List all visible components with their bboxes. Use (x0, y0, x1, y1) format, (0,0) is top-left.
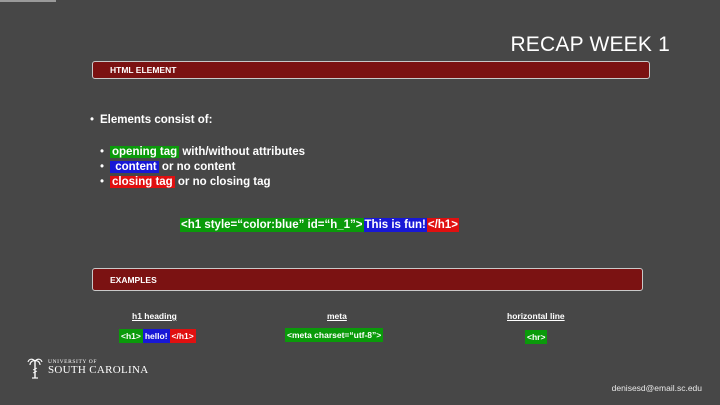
palmetto-tree-icon (27, 358, 43, 379)
bullet-main: • Elements consist of: (90, 114, 212, 126)
example-code-meta: <meta charset=“utf-8”> (285, 328, 384, 342)
top-accent-line (0, 0, 56, 2)
example-code-h1: <h1>hello!</h1> (119, 329, 196, 343)
code-example: <h1 style=“color:blue” id=“h_1”>This is … (180, 218, 459, 232)
bullet-dot-icon: • (100, 146, 105, 158)
university-logo: UNIVERSITY OF SOUTH CAROLINA (27, 357, 148, 379)
example-h1-close: </h1> (169, 329, 196, 343)
highlight-content: content (110, 161, 159, 173)
bullet-closing-tag: • closing tag or no closing tag (100, 176, 271, 188)
highlight-opening-tag: opening tag (110, 146, 180, 158)
example-heading-hr: horizontal line (507, 311, 565, 321)
example-h1-content: hello! (142, 329, 170, 343)
highlight-closing-tag: closing tag (110, 176, 175, 188)
section-bar-label: HTML ELEMENT (110, 65, 177, 75)
example-heading-meta: meta (327, 311, 347, 321)
logo-line-top: UNIVERSITY OF (48, 358, 97, 365)
bullet-opening-tag: • opening tag with/without attributes (100, 146, 305, 158)
bullet-text: or no content (158, 161, 236, 173)
section-bar-examples: EXAMPLES (92, 268, 643, 291)
section-bar-html-element: HTML ELEMENT (92, 61, 650, 79)
bullet-text: or no closing tag (174, 176, 271, 188)
example-code-hr: <hr> (525, 330, 548, 344)
bullet-dot-icon: • (100, 176, 105, 188)
example-heading-h1: h1 heading (132, 311, 177, 321)
code-close-tag: </h1> (426, 218, 459, 232)
slide-title: RECAP WEEK 1 (510, 33, 670, 56)
example-h1-open: <h1> (119, 329, 143, 343)
example-hr-code: <hr> (525, 330, 548, 344)
bullet-text: with/without attributes (179, 146, 306, 158)
bullet-dot-icon: • (90, 114, 95, 126)
bullet-dot-icon: • (100, 161, 105, 173)
logo-line-bottom: SOUTH CAROLINA (48, 364, 149, 377)
bullet-content: • content or no content (100, 161, 235, 173)
section-bar-label: EXAMPLES (110, 274, 157, 285)
footer-email: denisesd@email.sc.edu (611, 383, 702, 393)
example-meta-code: <meta charset=“utf-8”> (285, 328, 384, 342)
code-content: This is fun! (363, 218, 427, 232)
bullet-main-text: Elements consist of: (100, 114, 213, 126)
code-open-tag: <h1 style=“color:blue” id=“h_1”> (180, 218, 364, 232)
